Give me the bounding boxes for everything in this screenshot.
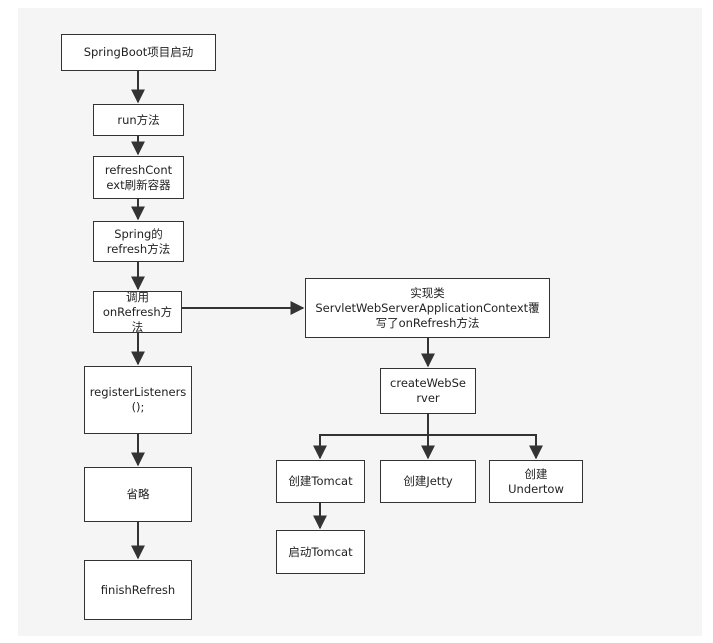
node-create-jetty: 创建Jetty [380,460,476,503]
edge-create-web-server-to-create-undertow [428,434,543,460]
node-run-method: run方法 [93,104,184,136]
node-create-undertow: 创建 Undertow [489,460,583,503]
edge-create-web-server-to-create-tomcat [313,414,429,460]
node-refresh-context: refreshCont ext刷新容器 [93,156,184,199]
node-start-tomcat: 启动Tomcat [276,530,365,574]
node-on-refresh: 调用 onRefresh方 法 [93,290,182,334]
node-omitted: 省略 [84,467,192,522]
node-create-web-server: createWebSe rver [380,368,476,414]
node-finish-refresh: finishRefresh [84,560,192,620]
node-springboot-start: SpringBoot项目启动 [61,34,216,71]
node-impl-class: 实现类 ServletWebServerApplicationContext覆 … [305,278,550,338]
node-spring-refresh: Spring的 refresh方法 [93,221,184,262]
node-register-listeners: registerListeners (); [84,366,192,434]
node-create-tomcat: 创建Tomcat [276,460,365,503]
